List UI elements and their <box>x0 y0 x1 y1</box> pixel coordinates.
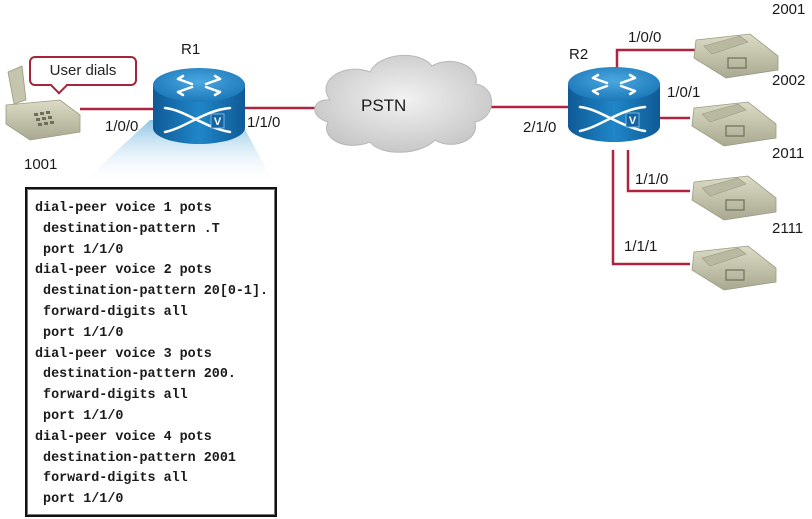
r1-port-1-0-0: 1/0/0 <box>105 118 139 135</box>
config-line: destination-pattern 20[0-1]. <box>35 284 269 300</box>
config-line: destination-pattern 2001 <box>35 450 236 466</box>
phone-2001-number: 2001 <box>772 1 806 18</box>
config-line: dial-peer voice 2 pots <box>35 263 212 279</box>
pstn-label: PSTN <box>361 96 407 115</box>
pstn-cloud <box>314 54 493 153</box>
config-line: forward-digits all <box>35 388 188 404</box>
r2-port-1-1-0: 1/1/0 <box>635 171 669 188</box>
config-line: dial-peer voice 1 pots <box>35 201 212 216</box>
config-line: destination-pattern 200. <box>35 367 236 383</box>
config-line: port 1/1/0 <box>35 408 124 424</box>
phone-2011-number: 2011 <box>772 145 805 162</box>
phone-2111-icon <box>691 245 777 291</box>
phone-1001-number: 1001 <box>24 156 58 173</box>
config-line: dial-peer voice 3 pots <box>35 346 212 362</box>
r2-port-1-0-1: 1/0/1 <box>667 84 701 101</box>
user-dials-callout: User dials <box>29 56 137 86</box>
phone-2002-number: 2002 <box>772 72 806 89</box>
r2-port-1-1-1: 1/1/1 <box>624 238 658 255</box>
phone-2002-icon <box>691 101 777 147</box>
r1-port-1-1-0: 1/1/0 <box>247 114 281 131</box>
phone-1001-icon <box>5 65 81 141</box>
router-r2-icon: V <box>568 67 660 142</box>
config-line: forward-digits all <box>35 471 188 487</box>
config-line: dial-peer voice 4 pots <box>35 429 212 445</box>
svg-text:V: V <box>214 116 222 128</box>
svg-text:V: V <box>629 115 637 127</box>
router-r1-icon: V <box>153 68 245 144</box>
config-line: port 1/1/0 <box>35 325 124 341</box>
r2-port-1-0-0: 1/0/0 <box>628 29 662 46</box>
link-r2-2111 <box>611 150 690 266</box>
config-line: forward-digits all <box>35 304 188 320</box>
link-r2-2011 <box>626 150 690 193</box>
dial-peer-config-box: dial-peer voice 1 pots destination-patte… <box>25 187 277 517</box>
phone-2001-icon <box>693 33 779 79</box>
r2-port-2-1-0: 2/1/0 <box>523 119 557 136</box>
config-line: port 1/1/0 <box>35 492 124 508</box>
phone-2011-icon <box>691 175 777 221</box>
config-line: port 1/1/0 <box>35 242 124 258</box>
router-r1-label: R1 <box>181 41 201 58</box>
phone-2111-number: 2111 <box>772 220 804 237</box>
router-r2-label: R2 <box>569 46 589 63</box>
config-line: destination-pattern .T <box>35 221 220 237</box>
